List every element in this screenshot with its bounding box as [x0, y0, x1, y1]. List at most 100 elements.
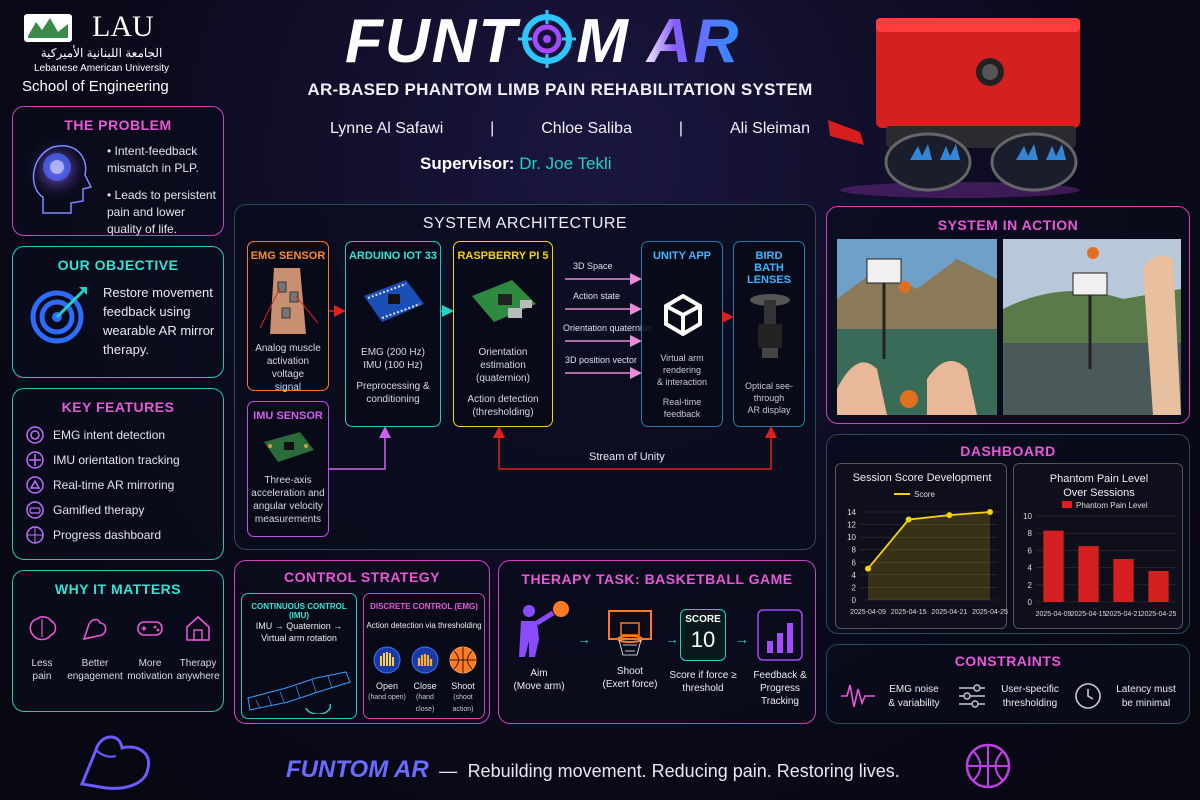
brain-head-icon — [27, 139, 93, 214]
y-tick-label: 14 — [847, 508, 856, 517]
emg-sensor-box: EMG SENSOR Analog muscle activation volt… — [247, 241, 329, 393]
emg-sensor-desc: Analog muscle activation voltage signal — [255, 343, 321, 393]
discrete-control-box: DISCRETE CONTROL (EMG) Action detection … — [363, 593, 485, 719]
objective-text: Restore movement feedback using wearable… — [103, 285, 215, 357]
system-in-action-panel: SYSTEM IN ACTION — [826, 206, 1190, 424]
legend-label: Score — [914, 490, 935, 499]
author-2: Chloe Saliba — [541, 120, 632, 137]
y-tick-label: 8 — [852, 546, 857, 555]
raspberry-pi-board-illustration — [472, 280, 536, 322]
why-item-motivation: More motivation — [125, 613, 175, 683]
problem-bullet-1: • Intent-feedback mismatch in PLP. — [107, 144, 199, 175]
signal-wave-icon — [841, 684, 875, 708]
lau-logo: LAU الجامعة اللبنانية الأميركية Lebanese… — [22, 6, 192, 96]
feature-item: IMU orientation tracking — [25, 450, 221, 472]
lens-illustration — [750, 294, 790, 358]
legend-swatch — [1062, 501, 1072, 508]
poster-subtitle: AR-BASED PHANTOM LIMB PAIN REHABILITATIO… — [307, 80, 813, 99]
therapy-panel: THERAPY TASK: BASKETBALL GAME Aim (Move … — [498, 560, 816, 724]
constraints-title: CONSTRAINTS — [954, 653, 1062, 669]
arduino-box: ARDUINO IOT 33 EMG (200 Hz) IMU (100 Hz)… — [345, 241, 441, 427]
x-tick-label: 2025-04-21 — [931, 609, 967, 616]
lenses-desc: Optical see-through AR display — [744, 381, 794, 415]
arduino-board-illustration — [364, 280, 424, 322]
action-photo-right — [1003, 239, 1181, 415]
objective-title: OUR OBJECTIVE — [57, 257, 179, 273]
home-icon — [186, 615, 210, 641]
feature-item: Gamified therapy — [25, 500, 221, 522]
continuous-control-box: CONTINUOUS CONTROL (IMU) IMU → Quaternio… — [241, 593, 357, 719]
problem-title: THE PROBLEM — [64, 117, 172, 133]
arrow-label-3d-space: 3D Space — [573, 261, 613, 271]
poster-title: FUNT M AR — [345, 6, 795, 78]
objective-panel: OUR OBJECTIVE Restore movement feedback … — [12, 246, 224, 378]
author-1: Lynne Al Safawi — [330, 120, 444, 137]
unity-app-title: UNITY APP — [652, 250, 712, 262]
why-item-pain: Less pain — [19, 613, 65, 683]
system-in-action-title: SYSTEM IN ACTION — [937, 217, 1079, 233]
data-point — [905, 516, 912, 523]
bar — [1148, 571, 1169, 602]
architecture-arrows — [329, 273, 777, 470]
supervisor-name: Dr. Joe Tekli — [519, 154, 612, 173]
unity-logo-icon — [664, 294, 702, 336]
x-tick-label: 2025-04-25 — [972, 609, 1008, 616]
action-open: Open (hand open) — [368, 646, 406, 704]
series-area — [868, 512, 990, 600]
title-part-right: M AR — [576, 7, 741, 76]
gamepad-icon — [137, 621, 163, 636]
sliders-icon — [959, 684, 985, 708]
bar — [1078, 546, 1099, 602]
y-tick-label: 2 — [1028, 581, 1033, 590]
y-tick-label: 6 — [1028, 546, 1033, 555]
flexed-arm-icon — [79, 735, 151, 790]
mirror-icon — [26, 476, 44, 494]
player-icon — [519, 601, 569, 657]
y-tick-label: 10 — [1023, 512, 1032, 521]
author-separator: | — [678, 120, 684, 137]
features-title: KEY FEATURES — [61, 399, 175, 415]
y-tick-label: 0 — [852, 596, 857, 605]
architecture-title: SYSTEM ARCHITECTURE — [422, 215, 628, 232]
y-tick-label: 10 — [847, 533, 856, 542]
close-hand-icon — [411, 646, 439, 674]
why-title: WHY IT MATTERS — [54, 581, 182, 597]
arrow-label-orientation: Orientation quaternion — [563, 323, 653, 333]
arduino-title: ARDUINO IOT 33 — [348, 250, 437, 262]
author-separator: | — [490, 120, 495, 137]
y-tick-label: 4 — [852, 571, 857, 580]
feature-item: EMG intent detection — [25, 425, 221, 447]
y-tick-label: 12 — [847, 521, 856, 530]
bar — [1113, 559, 1134, 602]
action-close: Close (hand close) — [406, 646, 444, 716]
therapy-step-aim: Aim (Move arm) — [509, 599, 569, 693]
why-item-anywhere: Therapy anywhere — [173, 613, 223, 683]
features-panel: KEY FEATURES EMG intent detection IMU or… — [12, 388, 224, 560]
footer-tagline-row: FUNTOM AR — Rebuilding movement. Reducin… — [286, 756, 926, 784]
constraints-panel: CONSTRAINTS EMG noise & variability User… — [826, 644, 1190, 724]
therapy-title: THERAPY TASK: BASKETBALL GAME — [521, 571, 793, 587]
control-title: CONTROL STRATEGY — [283, 569, 441, 585]
basketball-icon — [965, 743, 1011, 789]
arduino-desc: EMG (200 Hz) IMU (100 Hz) Preprocessing … — [356, 347, 430, 405]
arrow-label-position: 3D position vector — [565, 355, 638, 365]
flow-arrow-icon: → — [577, 631, 591, 647]
series-line — [867, 511, 991, 570]
y-tick-label: 6 — [852, 558, 857, 567]
raspberry-pi-box: RASPBERRY PI 5 Orientation estimation (q… — [453, 241, 553, 427]
therapy-step-score: SCORE 10 Score if force ≥ threshold — [661, 609, 745, 695]
supervisor-label: Supervisor: — [420, 154, 515, 173]
lau-english-name: Lebanese American University — [33, 63, 170, 74]
x-tick-label: 2025-04-21 — [1106, 611, 1142, 618]
x-tick-label: 2025-04-15 — [1071, 611, 1107, 618]
problem-panel: THE PROBLEM • Intent-feedback mismatch i… — [12, 106, 224, 236]
x-tick-label: 2025-04-09 — [1036, 611, 1072, 618]
why-item-engagement: Better engagement — [67, 613, 123, 683]
open-hand-icon — [373, 646, 401, 674]
unity-app-desc: Virtual arm rendering & interaction Real… — [656, 353, 708, 419]
x-tick-label: 2025-04-09 — [850, 609, 886, 616]
imu-sensor-desc: Three-axis acceleration and angular velo… — [251, 475, 325, 525]
feature-item: Progress dashboard — [25, 525, 221, 547]
feature-item: Real-time AR mirroring — [25, 475, 221, 497]
